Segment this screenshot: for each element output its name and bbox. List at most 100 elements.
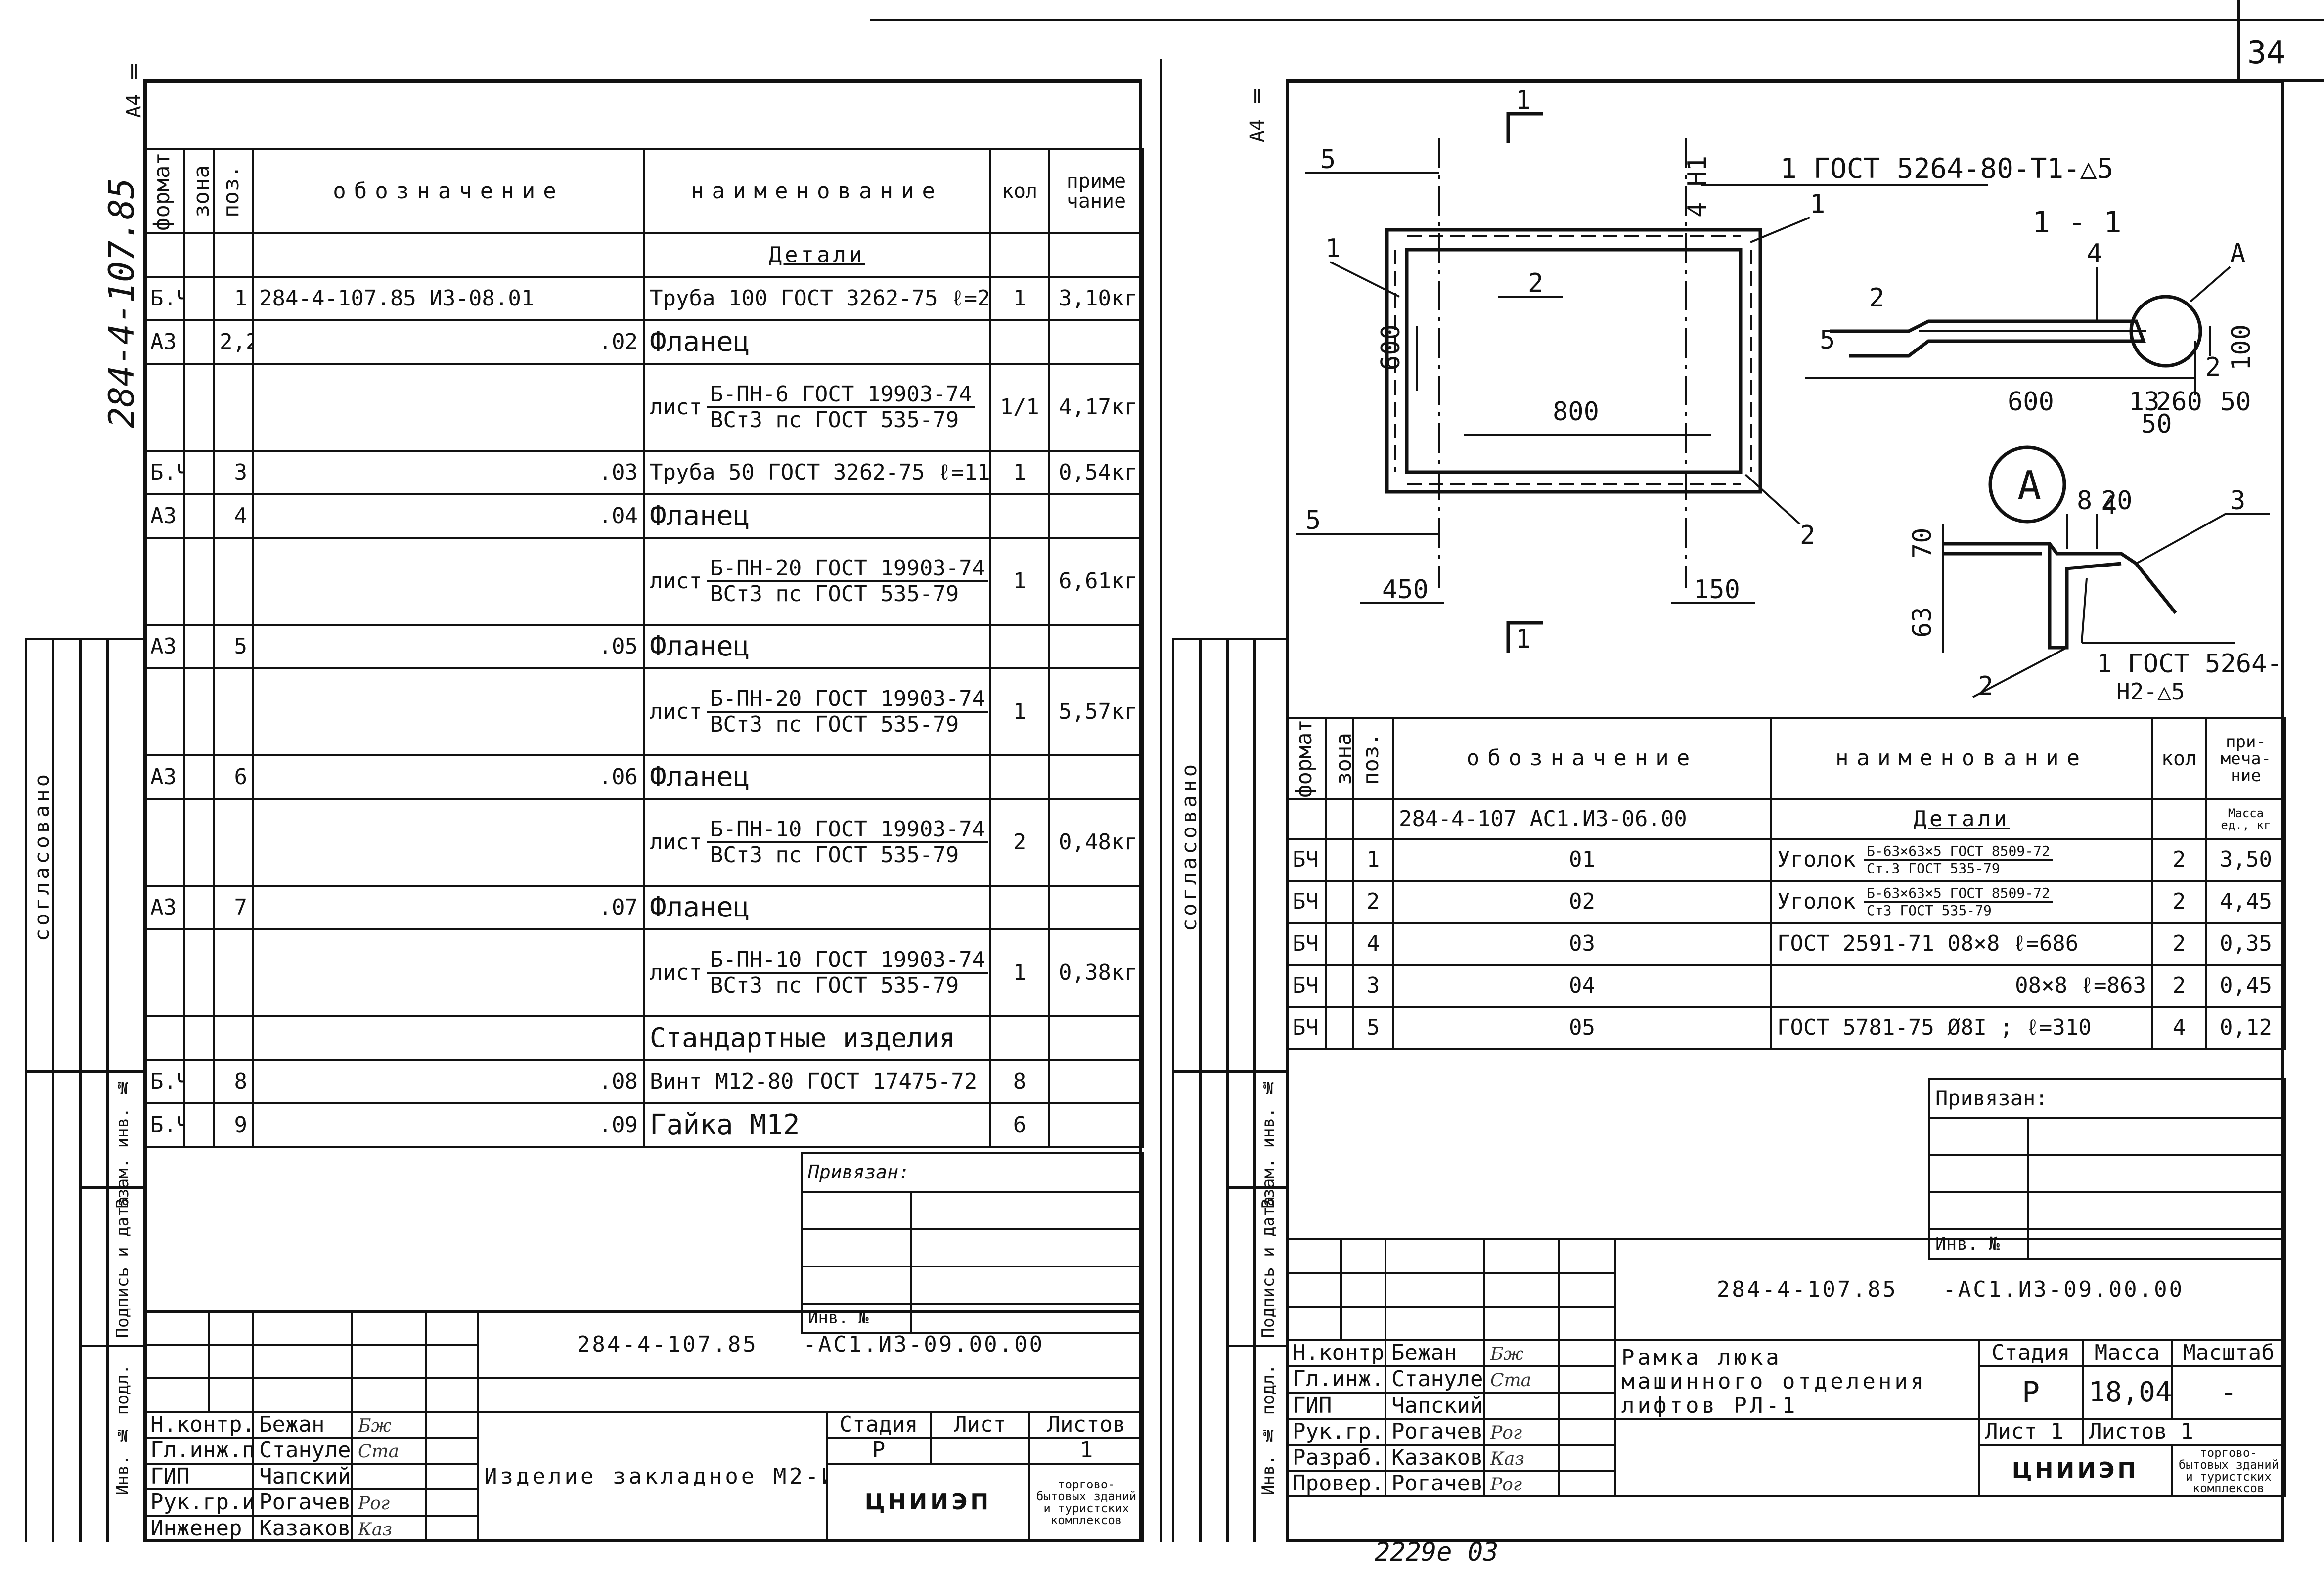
right-inv-podl: Инв. № подл. bbox=[1258, 1364, 1278, 1496]
left-inv-podl: Инв. № подл. bbox=[113, 1364, 133, 1496]
left-vertical-code: 284-4-107.85 bbox=[101, 178, 142, 428]
dim-8: 8 bbox=[2077, 486, 2092, 516]
dim-70: 70 bbox=[1908, 527, 1937, 559]
callout-gost-2b: Н2-△5 bbox=[2116, 678, 2185, 705]
right-tb-org: торгово-бытовых зданий и туристских комп… bbox=[2170, 1443, 2287, 1498]
hdr-poz: поз. bbox=[219, 165, 244, 218]
frame-drawing: 600 800 450 150 600 13 260 50 50 100 8 2… bbox=[1296, 86, 2284, 705]
hdr-naimenovanie: наименование bbox=[643, 148, 991, 234]
bottom-stamp: 2229е 03 bbox=[1375, 1537, 1499, 1567]
section-1-1-label: 1 - 1 bbox=[2032, 205, 2122, 240]
left-privyazan-box: Привязан: Инв. № bbox=[801, 1152, 1144, 1334]
left-tb-logo: ЦНИИЭП bbox=[826, 1462, 1030, 1542]
right-tb-title-3: лифтов РЛ-1 bbox=[1621, 1393, 1798, 1418]
hdr-prim-1: приме bbox=[1066, 170, 1126, 193]
right-spec-header-row: формат зона поз. обозначение наименовани… bbox=[1286, 717, 2286, 800]
dim-100: 100 bbox=[2227, 324, 2256, 371]
label-1-right: 1 bbox=[1810, 189, 1825, 219]
right-tb-title-2: машинного отделения bbox=[1621, 1369, 1927, 1395]
dim-600-vertical: 600 bbox=[1376, 324, 1406, 371]
table-row: 284-4-107 АС1.И3-06.00 Детали Масса ед.,… bbox=[1286, 798, 2286, 840]
label-2-section: 2 bbox=[1869, 283, 1884, 313]
right-privyazan-label: Привязан: bbox=[1928, 1078, 2287, 1119]
page-number: 34 bbox=[2247, 35, 2286, 71]
right-privyazan-box: Привязан: Инв. № bbox=[1928, 1078, 2287, 1260]
right-format-tag: A4 Ⅱ bbox=[1246, 84, 1269, 143]
callout-gost-2a: 1 ГОСТ 5264-80 bbox=[2097, 649, 2284, 679]
right-title-block: 284-4-107.85 -АС1.И3-09.00.00 Н.контр. Б… bbox=[1286, 1238, 2287, 1498]
left-format-tag: A4 Ⅱ bbox=[123, 59, 145, 118]
left-spec-header-row: формат зона поз. обозначение наименовани… bbox=[143, 148, 1144, 234]
dim-800: 800 bbox=[1553, 397, 1599, 427]
dim-600-section: 600 bbox=[2008, 387, 2054, 417]
left-spec-table: формат зона поз. обозначение наименовани… bbox=[143, 148, 1144, 1148]
label-5-bottom: 5 bbox=[1305, 506, 1321, 535]
right-tb-title-1: Рамка люка bbox=[1621, 1345, 1782, 1370]
dim-13: 13 bbox=[2129, 387, 2160, 417]
top-rule bbox=[870, 19, 2324, 21]
left-tb-code: 284-4-107.85 bbox=[577, 1331, 758, 1357]
right-podpis-data: Подпись и дата bbox=[1258, 1196, 1278, 1338]
right-vzam-inv: Взам. инв. № bbox=[1258, 1078, 1278, 1209]
right-section-details: Детали bbox=[1770, 798, 2153, 840]
label-4-detail: 4 bbox=[2101, 491, 2117, 521]
right-tb-logo: ЦНИИЭП bbox=[1978, 1443, 2173, 1498]
table-row: Стандартные изделия bbox=[143, 1015, 1144, 1061]
callout-gost-1: 1 ГОСТ 5264-80-Т1-△5 bbox=[1780, 153, 2113, 185]
section-details: Детали bbox=[643, 232, 991, 278]
left-vzam-inv: Взам. инв. № bbox=[113, 1078, 133, 1209]
dim-63: 63 bbox=[1908, 607, 1937, 638]
dim-260: 260 bbox=[2156, 387, 2202, 417]
hdr-prim-2: чание bbox=[1066, 190, 1126, 213]
label-3-detail: 3 bbox=[2230, 486, 2245, 516]
label-5-section: 5 bbox=[1820, 325, 1835, 355]
cut-1-bottom: 1 bbox=[1516, 624, 1531, 654]
section-standard: Стандартные изделия bbox=[643, 1015, 991, 1061]
left-tb-title: Изделие закладное М2-И bbox=[477, 1411, 828, 1542]
hdr-oboznachenie: обозначение bbox=[252, 148, 645, 234]
hdr-kol: кол bbox=[989, 148, 1050, 234]
left-soglasovano: согласовано bbox=[30, 771, 54, 942]
center-divider bbox=[1160, 59, 1162, 1542]
right-spec-table: формат зона поз. обозначение наименовани… bbox=[1286, 717, 2286, 1050]
left-tb-code2: -АС1.И3-09.00.00 bbox=[803, 1331, 1045, 1357]
detail-a-mark: А bbox=[2017, 463, 2041, 509]
frame-inner bbox=[1405, 248, 1743, 474]
dim-50-a: 50 bbox=[2141, 409, 2172, 439]
mass-label: Масса ед., кг bbox=[2205, 798, 2286, 840]
left-title-block: 284-4-107.85 -АС1.И3-09.00.00 Н.контр. Б… bbox=[143, 1310, 1145, 1542]
hdr-zona: зона bbox=[189, 165, 214, 218]
right-tb-code2: -АС1.И3-09.00.00 bbox=[1943, 1276, 2185, 1302]
left-tb-org: торгово-бытовых зданий и туристских комп… bbox=[1028, 1462, 1145, 1542]
label-2-top: 2 bbox=[1528, 268, 1543, 298]
dim-450: 450 bbox=[1382, 575, 1429, 605]
label-2-bottom: 2 bbox=[1800, 521, 1815, 550]
label-1-left: 1 bbox=[1325, 234, 1341, 263]
page-number-divider bbox=[2237, 0, 2240, 82]
dim-50-b: 50 bbox=[2220, 387, 2251, 417]
left-privyazan-label: Привязан: bbox=[801, 1152, 1144, 1193]
label-4-section: 4 bbox=[2087, 239, 2102, 268]
detail-a-callout: А bbox=[2230, 239, 2245, 268]
right-tb-code: 284-4-107.85 bbox=[1716, 1276, 1898, 1302]
label-2-section-b: 2 bbox=[2205, 352, 2221, 382]
left-podpis-data: Подпись и дата bbox=[113, 1196, 133, 1338]
label-2-detail: 2 bbox=[1978, 671, 1993, 701]
